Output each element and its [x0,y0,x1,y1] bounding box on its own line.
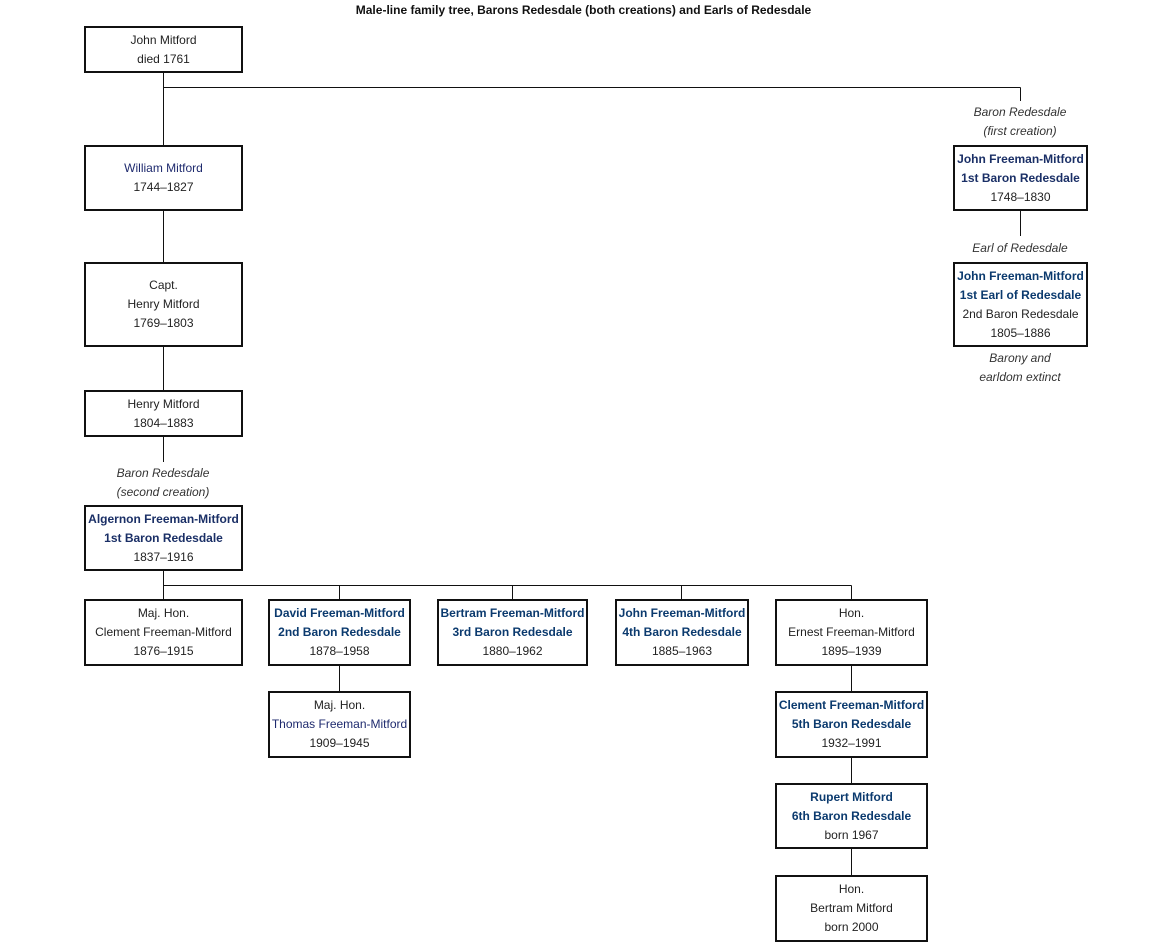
person-link[interactable]: John Freeman-Mitford [957,151,1084,166]
person-text: 2nd Baron Redesdale [962,306,1079,321]
person-text: born 1967 [824,827,879,842]
person-text: 1876–1915 [133,644,194,658]
note-line: Earl of Redesdale [972,241,1068,255]
note-line: Baron Redesdale [973,105,1067,119]
person-bertram-freeman-mitford-1880: Bertram Freeman-Mitford 3rd Baron Redesda… [437,599,588,666]
note-line: earldom extinct [979,370,1061,384]
person-link[interactable]: John Freeman-Mitford [618,606,746,620]
person-text: 1837–1916 [133,549,194,564]
person-text: Capt. [149,278,178,292]
person-text: Maj. Hon. [137,606,190,620]
person-thomas-freeman-mitford: Maj. Hon. Thomas Freeman-Mitford 1909–1945 [268,691,411,758]
person-text: Ernest Freeman-Mitford [788,625,915,639]
person-link[interactable]: David Freeman-Mitford [274,606,405,620]
person-text: 1744–1827 [133,180,194,194]
person-text: Hon. [838,882,865,896]
person-henry-mitford: Henry Mitford 1804–1883 [84,390,243,437]
person-john-freeman-mitford-1st-earl: John Freeman-Mitford 1st Earl of Redesdal… [953,262,1088,347]
note-line: Barony and [989,351,1051,365]
person-text: 1895–1939 [821,644,882,658]
person-link[interactable]: William Mitford [124,161,203,175]
diagram-title: Male-line family tree, Barons Redesdale … [355,3,812,17]
person-text: Maj. Hon. [313,698,366,712]
note-second-creation: Baron Redesdale (second creation) [117,464,210,502]
person-text: 1769–1803 [133,316,194,330]
note-extinct: Barony and earldom extinct [979,349,1060,387]
person-algernon-freeman-mitford: Algernon Freeman-Mitford 1st Baron Redesd… [84,505,243,571]
person-ernest-freeman-mitford: Hon. Ernest Freeman-Mitford 1895–1939 [775,599,928,666]
note-line: Baron Redesdale [116,466,210,480]
person-link[interactable]: 1st Earl of Redesdale [959,287,1082,302]
person-link[interactable]: 5th Baron Redesdale [791,717,912,731]
person-text: Hon. [838,606,865,620]
person-link[interactable]: Rupert Mitford [810,789,893,804]
person-text: 1878–1958 [309,644,370,658]
person-text: 1880–1962 [482,644,543,658]
person-text: 1805–1886 [990,325,1051,340]
person-link[interactable]: 2nd Baron Redesdale [278,625,401,639]
person-david-freeman-mitford: David Freeman-Mitford 2nd Baron Redesdale… [268,599,411,666]
person-text: died 1761 [137,51,190,66]
person-text: 1885–1963 [651,644,713,658]
person-link[interactable]: Thomas Freeman-Mitford [271,717,408,731]
person-john-mitford: John Mitford died 1761 [84,26,243,73]
person-clement-freeman-mitford-1876: Maj. Hon. Clement Freeman-Mitford 1876–191… [84,599,243,666]
person-text: Henry Mitford [127,297,200,311]
person-john-freeman-mitford-1st-baron: John Freeman-Mitford 1st Baron Redesdale 1… [953,145,1088,211]
note-line: (second creation) [116,485,210,499]
person-link[interactable]: 1st Baron Redesdale [961,170,1080,185]
person-link[interactable]: John Freeman-Mitford [957,268,1084,283]
person-william-mitford: William Mitford 1744–1827 [84,145,243,211]
person-link[interactable]: Bertram Freeman-Mitford [440,606,585,620]
person-text: 1804–1883 [133,415,194,430]
person-bertram-mitford-2000: Hon. Bertram Mitford born 2000 [775,875,928,942]
person-john-freeman-mitford-4th: John Freeman-Mitford 4th Baron Redesdale 1… [615,599,749,666]
person-text: Henry Mitford [127,396,200,411]
note-earl-of-redesdale: Earl of Redesdale [972,239,1067,258]
person-text: John Mitford [130,32,197,47]
person-link[interactable]: Clement Freeman-Mitford [778,698,925,712]
note-first-creation: Baron Redesdale (first creation) [974,103,1067,141]
person-link[interactable]: Algernon Freeman-Mitford [88,511,239,526]
person-text: Bertram Mitford [810,901,893,915]
person-rupert-mitford: Rupert Mitford 6th Baron Redesdale born 19… [775,783,928,849]
person-text: 1748–1830 [990,189,1051,204]
person-link[interactable]: 3rd Baron Redesdale [452,625,573,639]
person-link[interactable]: 4th Baron Redesdale [622,625,742,639]
person-link[interactable]: 6th Baron Redesdale [791,808,912,823]
note-line: (first creation) [983,124,1057,138]
person-clement-freeman-mitford-5th: Clement Freeman-Mitford 5th Baron Redesda… [775,691,928,758]
person-text: 1932–1991 [821,736,882,750]
person-link[interactable]: 1st Baron Redesdale [104,530,223,545]
person-text: 1909–1945 [309,736,370,750]
person-capt-henry-mitford: Capt. Henry Mitford 1769–1803 [84,262,243,347]
person-text: born 2000 [824,920,879,934]
person-text: Clement Freeman-Mitford [95,625,232,639]
